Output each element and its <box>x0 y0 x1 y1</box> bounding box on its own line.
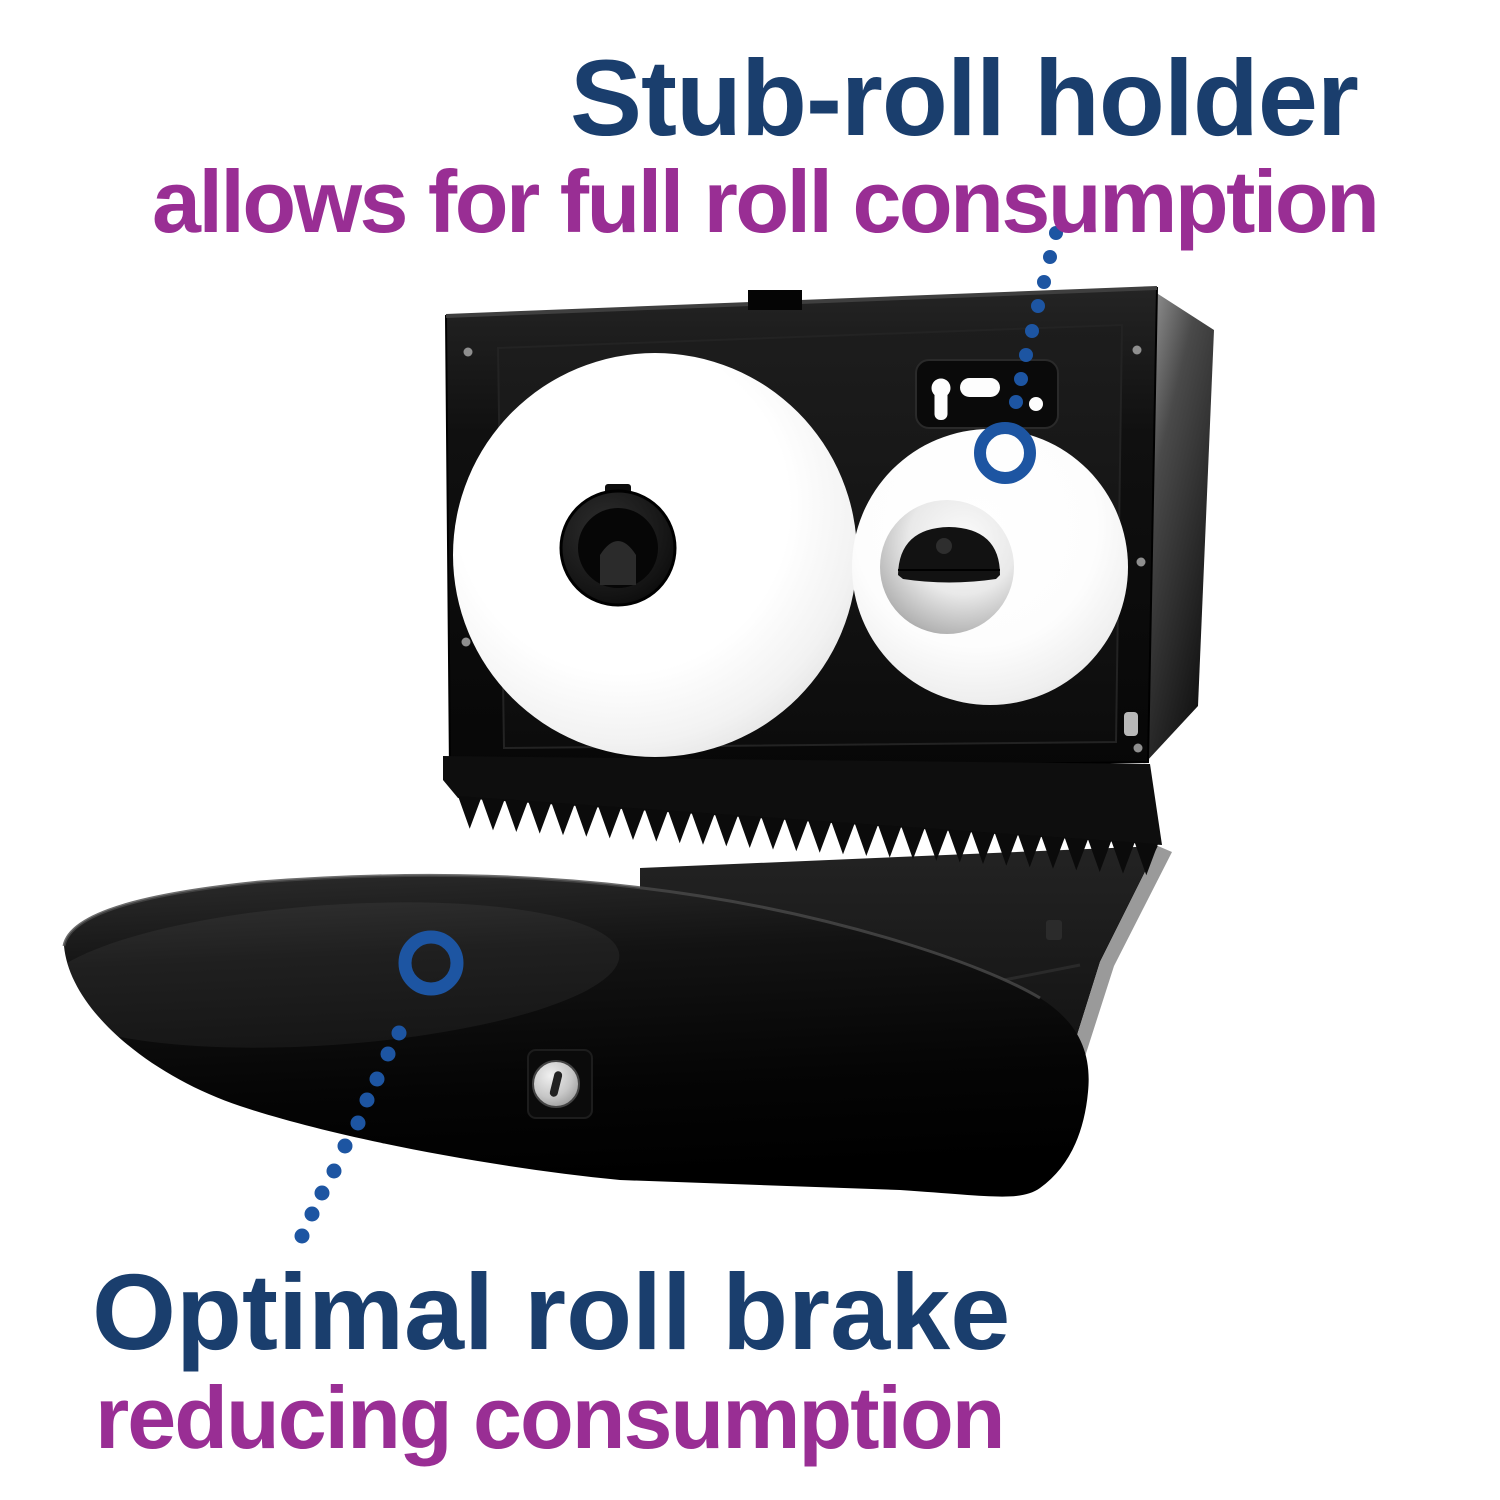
callout-subtitle-stub-roll-holder: allows for full roll consumption <box>152 152 1380 251</box>
screw-hole <box>1136 557 1146 567</box>
callout-title-optimal-roll-brake: Optimal roll brake <box>92 1251 1011 1372</box>
leader-trail-dot <box>359 1092 375 1108</box>
leader-trail-dot <box>369 1071 385 1087</box>
leader-trail-dot <box>1014 372 1028 386</box>
callout-marker-ring <box>974 422 1036 484</box>
callout-marker-ring <box>398 930 464 996</box>
leader-trail-dot <box>294 1228 310 1244</box>
hinge-pin <box>1124 712 1138 736</box>
callout-title-stub-roll-holder: Stub-roll holder <box>570 37 1359 158</box>
callout-markers <box>294 226 1063 1244</box>
screw-hole <box>463 347 473 357</box>
cover-sheen <box>40 902 620 1048</box>
screw-hole <box>461 637 471 647</box>
leader-trail-dot <box>326 1163 342 1179</box>
leader-trail-dot <box>337 1138 353 1154</box>
leader-trail-dot <box>314 1185 330 1201</box>
serrated-tear-edge <box>458 796 1158 876</box>
screw-hole <box>1133 743 1143 753</box>
callout-subtitle-optimal-roll-brake: reducing consumption <box>95 1368 1005 1467</box>
hub-arch-cutout <box>600 541 636 585</box>
leader-trail-dot <box>1049 226 1063 240</box>
front-cover-rim <box>62 873 1041 1000</box>
front-cover <box>64 875 1089 1197</box>
bracket-peg <box>936 538 952 554</box>
mount-hole-cutout <box>1029 397 1043 411</box>
stub-roll-holder-bracket <box>898 527 1000 583</box>
mount-slot-cutout <box>960 378 1000 397</box>
lid-top-notch <box>748 290 802 310</box>
leader-trail-dot <box>1009 395 1023 409</box>
tray-clip <box>1046 920 1062 940</box>
leader-trail-dot <box>304 1206 320 1222</box>
leader-trail-dot <box>380 1046 396 1062</box>
leader-trail-dot <box>1025 324 1039 338</box>
hinge-bar <box>443 756 1162 845</box>
screw-hole <box>1132 345 1142 355</box>
leader-trail-dot <box>1043 250 1057 264</box>
keyhole-cutout-stem <box>934 390 948 420</box>
leader-trail-dot <box>350 1115 366 1131</box>
leader-trail-dot <box>1037 275 1051 289</box>
keyhole-slit <box>549 1071 563 1097</box>
leader-trail-dot <box>1019 348 1033 362</box>
lid-side-panel <box>1146 292 1214 762</box>
leader-trail-dot <box>1031 299 1045 313</box>
leader-trail-dot <box>391 1025 407 1041</box>
